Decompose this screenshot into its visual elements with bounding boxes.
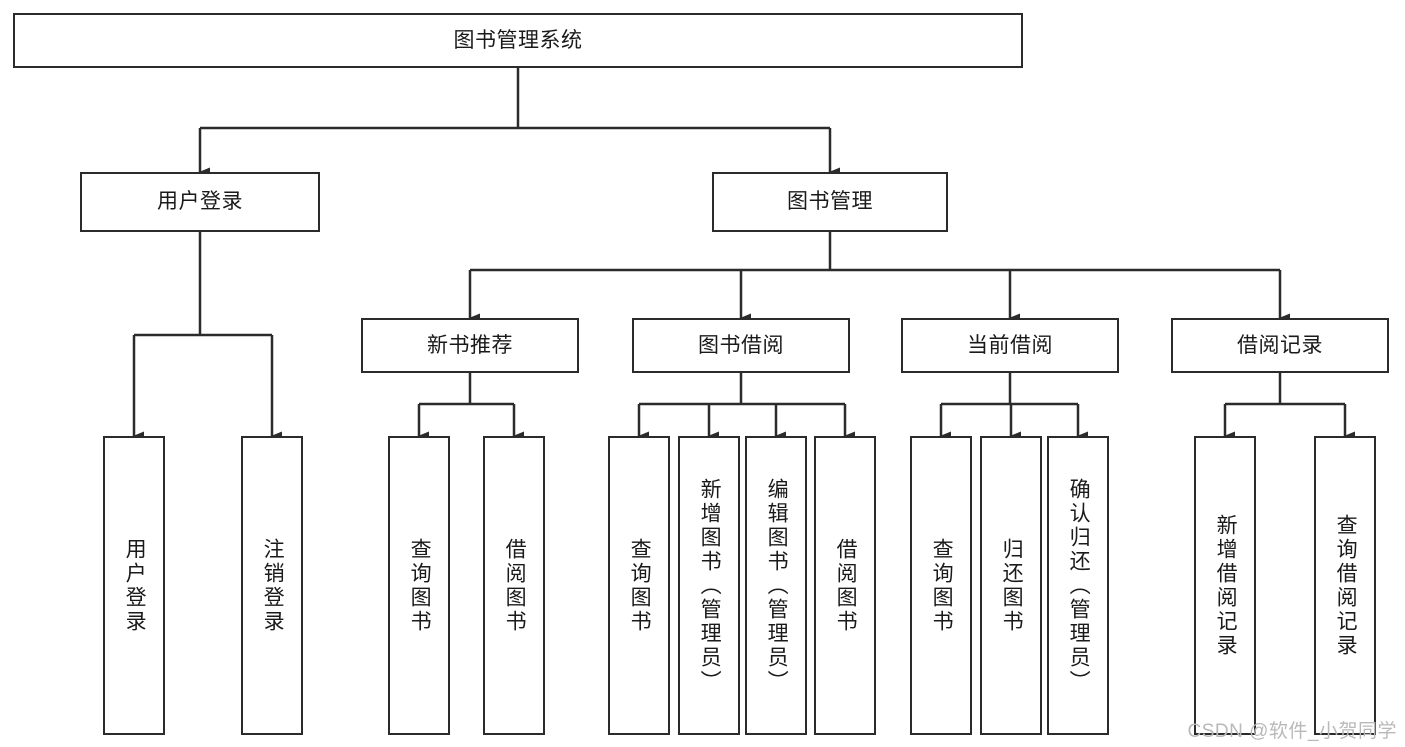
edge-group bbox=[132, 68, 1355, 441]
node-leaf-user-logout[interactable]: 注销登录 bbox=[241, 436, 303, 735]
node-label: 注销登录 bbox=[261, 537, 285, 634]
node-label: 用户登录 bbox=[123, 537, 147, 634]
node-leaf-borrow-book-2[interactable]: 借阅图书 bbox=[814, 436, 876, 735]
watermark-text: CSDN @软件_小贺同学 bbox=[1187, 721, 1397, 742]
node-leaf-edit-book[interactable]: 编辑图书（管理员） bbox=[745, 436, 807, 735]
node-label: 查询图书 bbox=[408, 537, 432, 634]
node-label: 借阅记录 bbox=[1237, 333, 1323, 357]
node-user-login[interactable]: 用户登录 bbox=[80, 172, 320, 232]
node-leaf-user-login[interactable]: 用户登录 bbox=[103, 436, 165, 735]
node-leaf-query-book-1[interactable]: 查询图书 bbox=[388, 436, 450, 735]
node-label: 图书管理系统 bbox=[453, 28, 583, 52]
node-current-borrow[interactable]: 当前借阅 bbox=[901, 318, 1119, 373]
node-root[interactable]: 图书管理系统 bbox=[13, 13, 1023, 68]
node-label: 图书管理 bbox=[787, 190, 873, 214]
node-book-borrow[interactable]: 图书借阅 bbox=[632, 318, 850, 373]
node-label: 查询图书 bbox=[628, 537, 652, 634]
node-label: 查询借阅记录 bbox=[1334, 513, 1358, 658]
node-label: 编辑图书（管理员） bbox=[765, 477, 789, 694]
node-book-manage[interactable]: 图书管理 bbox=[712, 172, 948, 232]
node-label: 确认归还（管理员） bbox=[1067, 477, 1091, 694]
node-leaf-query-book-2[interactable]: 查询图书 bbox=[608, 436, 670, 735]
node-label: 新增图书（管理员） bbox=[698, 477, 722, 694]
node-label: 新增借阅记录 bbox=[1214, 513, 1238, 658]
node-leaf-confirm-ret[interactable]: 确认归还（管理员） bbox=[1047, 436, 1109, 735]
node-leaf-borrow-book-1[interactable]: 借阅图书 bbox=[483, 436, 545, 735]
node-leaf-add-record[interactable]: 新增借阅记录 bbox=[1194, 436, 1256, 735]
node-label: 图书借阅 bbox=[698, 333, 784, 357]
node-leaf-query-record[interactable]: 查询借阅记录 bbox=[1314, 436, 1376, 735]
node-label: 当前借阅 bbox=[967, 333, 1053, 357]
node-borrow-record[interactable]: 借阅记录 bbox=[1171, 318, 1389, 373]
node-label: 借阅图书 bbox=[503, 537, 527, 634]
node-label: 用户登录 bbox=[157, 190, 243, 214]
node-label: 查询图书 bbox=[930, 537, 954, 634]
node-leaf-query-book-3[interactable]: 查询图书 bbox=[910, 436, 972, 735]
node-label: 新书推荐 bbox=[427, 333, 513, 357]
node-label: 归还图书 bbox=[1000, 537, 1024, 634]
node-leaf-add-book[interactable]: 新增图书（管理员） bbox=[678, 436, 740, 735]
node-label: 借阅图书 bbox=[834, 537, 858, 634]
node-new-book-rec[interactable]: 新书推荐 bbox=[361, 318, 579, 373]
node-leaf-return-book[interactable]: 归还图书 bbox=[980, 436, 1042, 735]
